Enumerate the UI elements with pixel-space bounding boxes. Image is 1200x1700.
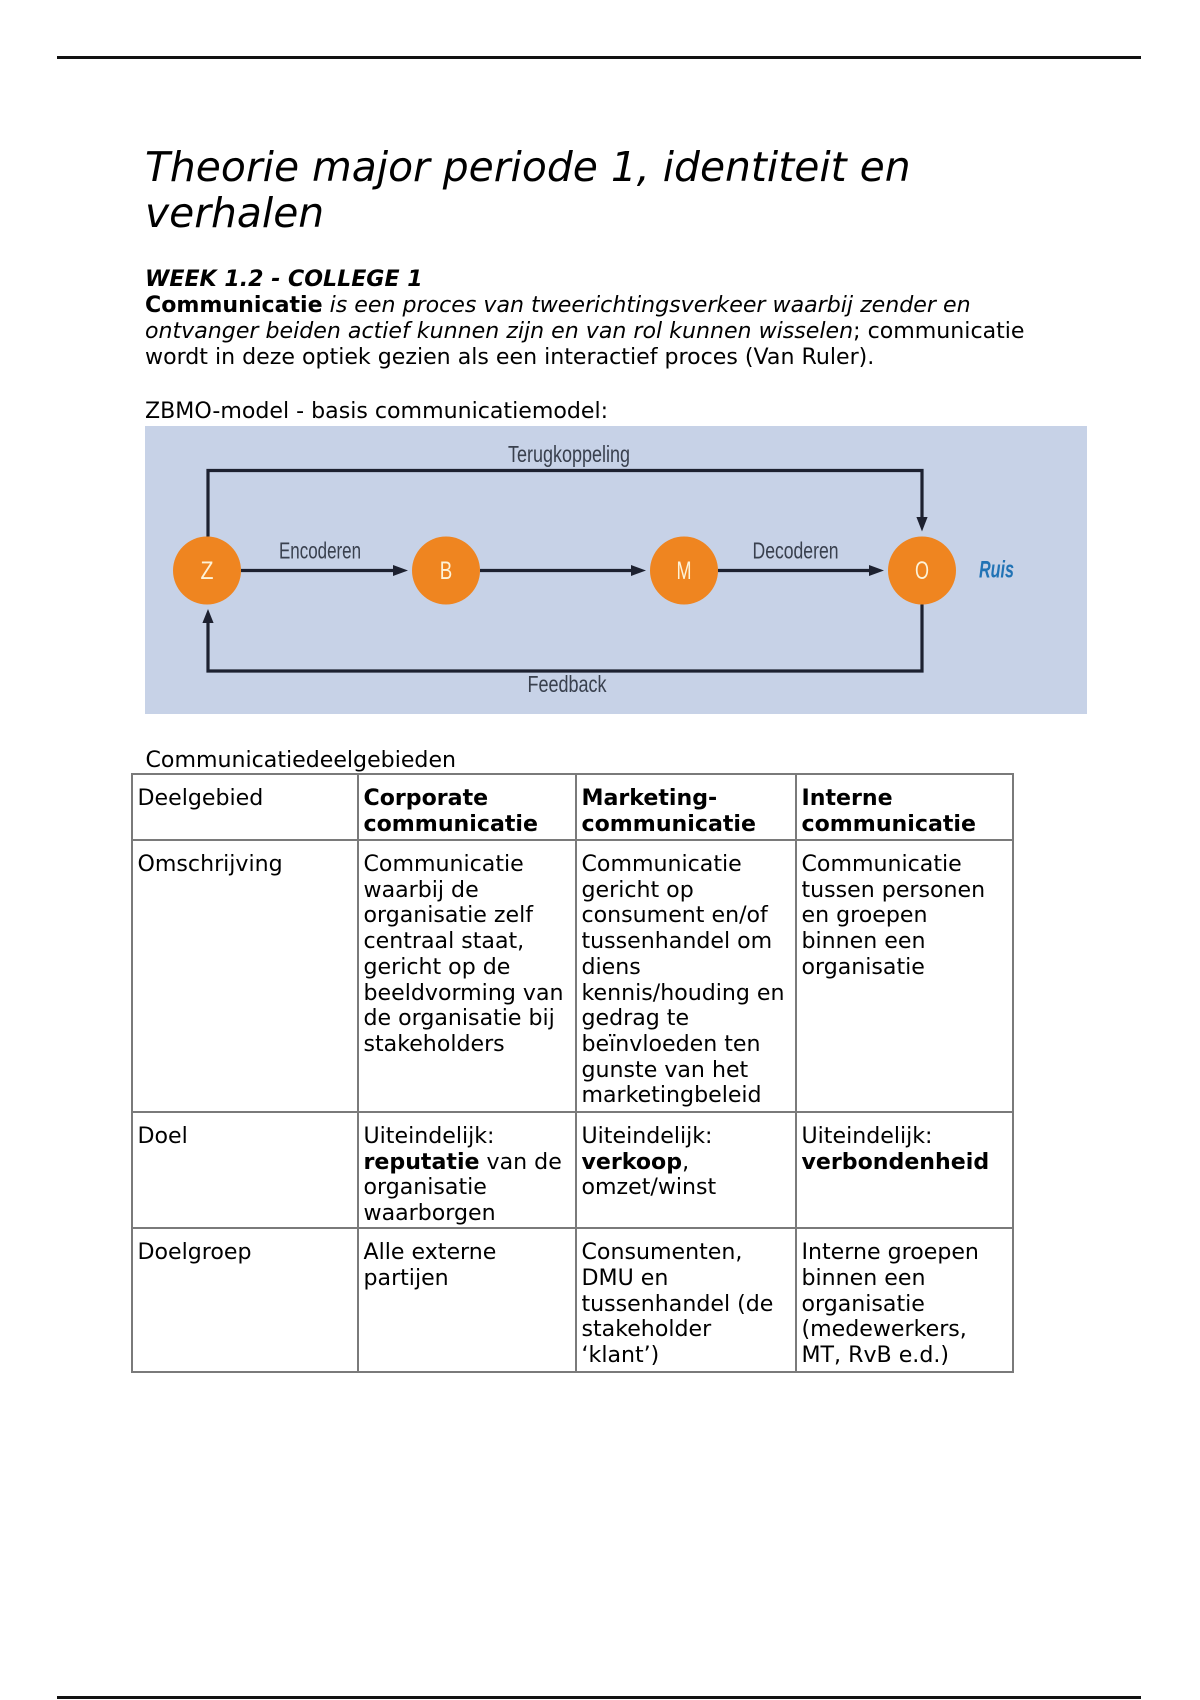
node-boodschap	[412, 536, 480, 605]
node-medium	[650, 536, 718, 605]
intro-section: WEEK 1.2 - COLLEGE 1 Communicatie is een…	[145, 266, 1085, 371]
header-rule	[57, 56, 1141, 59]
label-decoderen: Decoderen	[753, 538, 839, 564]
label-feedback: Feedback	[528, 671, 607, 697]
label-encoderen: Encoderen	[279, 538, 361, 564]
cell-doel-interne: Uiteindelijk:verbondenheid	[795, 1110, 1014, 1227]
footer-rule	[57, 1696, 1141, 1699]
row-label-omschrijving: Omschrijving	[131, 838, 357, 1111]
zbmo-diagram: Z B M O Terugkoppeling Encoderen Decoder…	[145, 426, 1087, 714]
arrowhead-m-o	[869, 565, 884, 576]
arrowhead-z-b	[393, 565, 408, 576]
row-label-doelgroep: Doelgroep	[131, 1226, 357, 1373]
node-letter-m: M	[677, 557, 692, 585]
node-letter-z: Z	[201, 557, 214, 585]
node-zender	[173, 536, 241, 605]
intro-paragraph: Communicatie is een proces van tweericht…	[145, 291, 1025, 370]
terugkoppeling-arrowhead	[916, 517, 928, 532]
terugkoppeling-path	[206, 468, 924, 537]
row-label-doel: Doel	[131, 1110, 357, 1227]
diagram-caption: ZBMO-model - basis communicatiemodel:	[145, 397, 609, 424]
label-terugkoppeling: Terugkoppeling	[508, 441, 630, 467]
header-marketing: Marketing-communicatie	[575, 772, 795, 839]
feedback-arrowhead	[202, 609, 214, 623]
table-heading: Communicatiedeelgebieden	[145, 746, 457, 773]
header-deelgebied: Deelgebied	[131, 772, 357, 839]
node-ontvanger	[888, 536, 956, 605]
week-heading: WEEK 1.2 - COLLEGE 1	[145, 266, 423, 292]
arrowhead-b-m	[631, 565, 646, 576]
node-letter-b: B	[440, 557, 453, 585]
cell-doel-marketing: Uiteindelijk:verkoop,omzet/winst	[575, 1110, 795, 1227]
feedback-path	[206, 604, 924, 673]
node-letter-o: O	[915, 557, 929, 585]
label-ruis: Ruis	[979, 557, 1014, 584]
